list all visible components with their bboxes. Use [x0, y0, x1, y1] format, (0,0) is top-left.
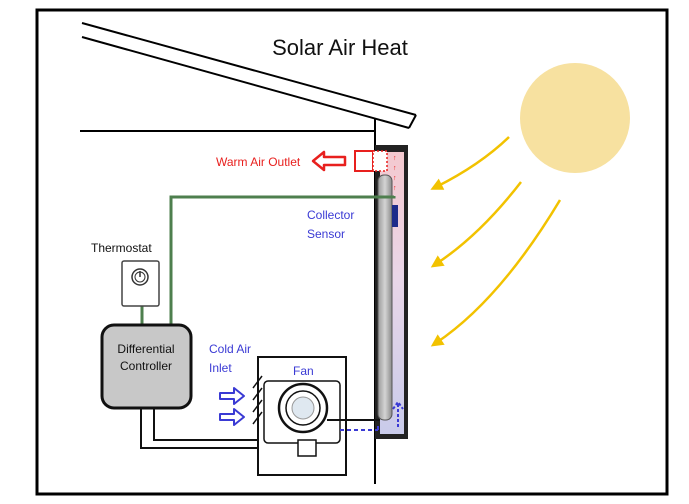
diagram-title: Solar Air Heat: [272, 35, 408, 60]
sun-icon: [520, 63, 630, 173]
sun-ray: [430, 199, 562, 347]
sun-rays: [430, 136, 562, 347]
outer-frame: [35, 8, 669, 496]
differential-controller: [100, 323, 193, 410]
svg-text:↑: ↑: [393, 185, 397, 192]
svg-text:↑: ↑: [393, 175, 397, 182]
collector-sensor-label-line2: Sensor: [307, 227, 345, 241]
collector-sensor-probe: [392, 205, 398, 227]
sun-ray: [430, 136, 510, 190]
thermostat-label: Thermostat: [91, 241, 152, 255]
collector-airflow-arrow: [392, 400, 404, 427]
svg-text:↑: ↑: [393, 155, 397, 162]
dial-icon: [131, 268, 149, 286]
sensor-wire: [169, 195, 396, 329]
fan-label: Fan: [293, 364, 314, 378]
collector-sensor-label-line1: Collector: [307, 208, 354, 222]
thermostat: [121, 260, 160, 307]
cold-air-arrow-icon: [219, 408, 245, 426]
house-roof: [81, 22, 417, 129]
fan-power-wire: [140, 408, 300, 449]
inlet-louvers: [252, 375, 263, 425]
svg-text:↑: ↑: [393, 165, 397, 172]
warm-air-arrow-icon: [311, 150, 347, 172]
warm-air-outlet-label: Warm Air Outlet: [216, 155, 301, 169]
controller-label-line2: Controller: [120, 359, 172, 373]
cold-air-inlet-label-line1: Cold Air: [209, 342, 251, 356]
fan-to-collector-duct: [327, 419, 380, 431]
fan-icon: [277, 382, 329, 434]
sun-ray: [430, 181, 522, 268]
solar-collector: ↑ ↑ ↑ ↑: [375, 145, 408, 439]
warm-air-outlet: [311, 150, 388, 172]
controller-label-line1: Differential: [117, 342, 174, 356]
cold-air-arrow-icon: [219, 387, 245, 405]
cold-air-inlet-label-line2: Inlet: [209, 361, 232, 375]
